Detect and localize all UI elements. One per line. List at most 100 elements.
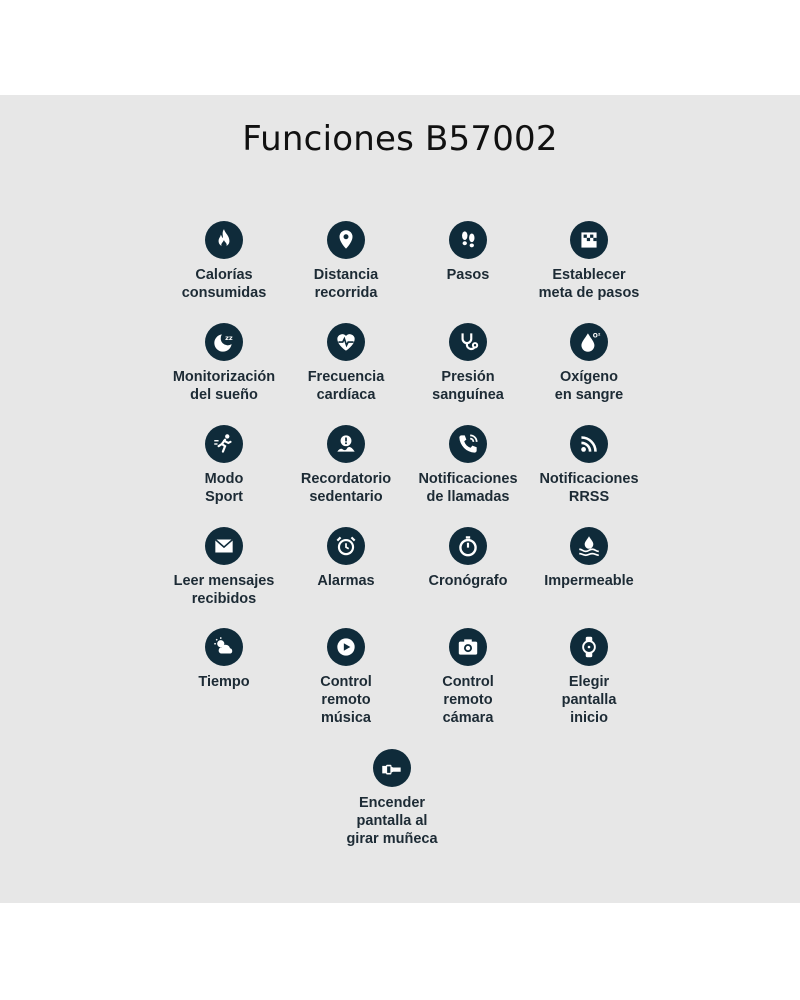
feature-label-line: cámara	[442, 710, 494, 726]
flame-icon	[205, 221, 243, 259]
sedentary-alert-icon	[327, 425, 365, 463]
feature-label: Calorías consumidas	[149, 266, 299, 302]
feature-label-line: Monitorización	[172, 369, 276, 385]
feature-label: Pasos	[393, 266, 543, 284]
watch-face-icon	[570, 628, 608, 666]
feature-label: Monitorización del sueño	[149, 368, 299, 404]
feature-label-line: música	[321, 710, 371, 726]
feature-item: Pasos	[393, 221, 543, 284]
feature-item: Tiempo	[149, 628, 299, 691]
feature-label-line: Presión	[441, 369, 495, 385]
feature-item: Impermeable	[514, 527, 664, 590]
feature-label: Cronógrafo	[393, 572, 543, 590]
waterproof-icon	[570, 527, 608, 565]
feature-label-line: Cronógrafo	[428, 573, 508, 589]
feature-label-line: Sport	[205, 489, 243, 505]
heart-rate-icon	[327, 323, 365, 361]
feature-label: Oxígeno en sangre	[514, 368, 664, 404]
feature-label-line: Establecer	[552, 267, 626, 283]
feature-label-line: pantalla al	[356, 813, 428, 829]
feature-label-line: Tiempo	[198, 674, 250, 690]
page-title: Funciones B57002	[242, 119, 558, 159]
weather-icon	[205, 628, 243, 666]
phone-call-icon	[449, 425, 487, 463]
feature-label-line: sedentario	[309, 489, 383, 505]
feature-label-line: Encender	[358, 795, 426, 811]
feature-label-line: Alarmas	[317, 573, 375, 589]
moon-sleep-icon: zz	[205, 323, 243, 361]
feature-label: Tiempo	[149, 673, 299, 691]
camera-icon	[449, 628, 487, 666]
feature-label-line: Control	[320, 674, 372, 690]
wrist-raise-icon	[373, 749, 411, 787]
rss-icon	[570, 425, 608, 463]
feature-label-line: recorrida	[314, 285, 378, 301]
feature-label-line: Pasos	[446, 267, 490, 283]
feature-item: Distancia recorrida	[271, 221, 421, 302]
stopwatch-icon	[449, 527, 487, 565]
feature-label-line: del sueño	[190, 387, 258, 403]
feature-label: Control remoto cámara	[393, 673, 543, 727]
stethoscope-icon	[449, 323, 487, 361]
feature-label: Alarmas	[271, 572, 421, 590]
feature-label-line: Recordatorio	[300, 471, 392, 487]
feature-label-line: Impermeable	[544, 573, 634, 589]
feature-label-line: inicio	[570, 710, 608, 726]
feature-item: Establecer meta de pasos	[514, 221, 664, 302]
feature-label: Control remoto música	[271, 673, 421, 727]
goal-flag-icon	[570, 221, 608, 259]
feature-label-line: meta de pasos	[538, 285, 640, 301]
feature-label: Distancia recorrida	[271, 266, 421, 302]
feature-item: Cronógrafo	[393, 527, 543, 590]
feature-item: Control remoto cámara	[393, 628, 543, 727]
feature-label: Encender pantalla al girar muñeca	[317, 794, 467, 848]
feature-label-line: RRSS	[568, 489, 610, 505]
feature-label-line: de llamadas	[426, 489, 510, 505]
feature-label-line: Elegir	[568, 674, 610, 690]
feature-item: Presión sanguínea	[393, 323, 543, 404]
blood-drop-o2-icon: O²	[570, 323, 608, 361]
feature-label-line: Control	[442, 674, 494, 690]
feature-item: Encender pantalla al girar muñeca	[317, 749, 467, 848]
feature-item: Calorías consumidas	[149, 221, 299, 302]
feature-label-line: Oxígeno	[559, 369, 618, 385]
footprints-icon	[449, 221, 487, 259]
location-pin-icon	[327, 221, 365, 259]
feature-label: Elegir pantalla inicio	[514, 673, 664, 727]
feature-item: Control remoto música	[271, 628, 421, 727]
feature-label-line: sanguínea	[432, 387, 504, 403]
feature-label-line: remoto	[443, 692, 493, 708]
feature-label-line: Calorías	[195, 267, 253, 283]
svg-text:zz: zz	[225, 334, 233, 342]
feature-label: Recordatorio sedentario	[271, 470, 421, 506]
feature-label-line: remoto	[321, 692, 371, 708]
feature-label: Establecer meta de pasos	[514, 266, 664, 302]
feature-item: Elegir pantalla inicio	[514, 628, 664, 727]
feature-label-line: consumidas	[181, 285, 267, 301]
feature-label: Impermeable	[514, 572, 664, 590]
feature-label-line: girar muñeca	[346, 831, 438, 847]
feature-label-line: Leer mensajes	[173, 573, 275, 589]
feature-label-line: Notificaciones	[539, 471, 639, 487]
play-icon	[327, 628, 365, 666]
feature-item: Recordatorio sedentario	[271, 425, 421, 506]
feature-label-line: en sangre	[554, 387, 624, 403]
feature-label-line: pantalla	[561, 692, 617, 708]
feature-item: O² Oxígeno en sangre	[514, 323, 664, 404]
svg-text:O²: O²	[593, 333, 601, 340]
feature-label-line: Distancia	[313, 267, 379, 283]
feature-label-line: cardíaca	[316, 387, 376, 403]
feature-label: Presión sanguínea	[393, 368, 543, 404]
alarm-clock-icon	[327, 527, 365, 565]
